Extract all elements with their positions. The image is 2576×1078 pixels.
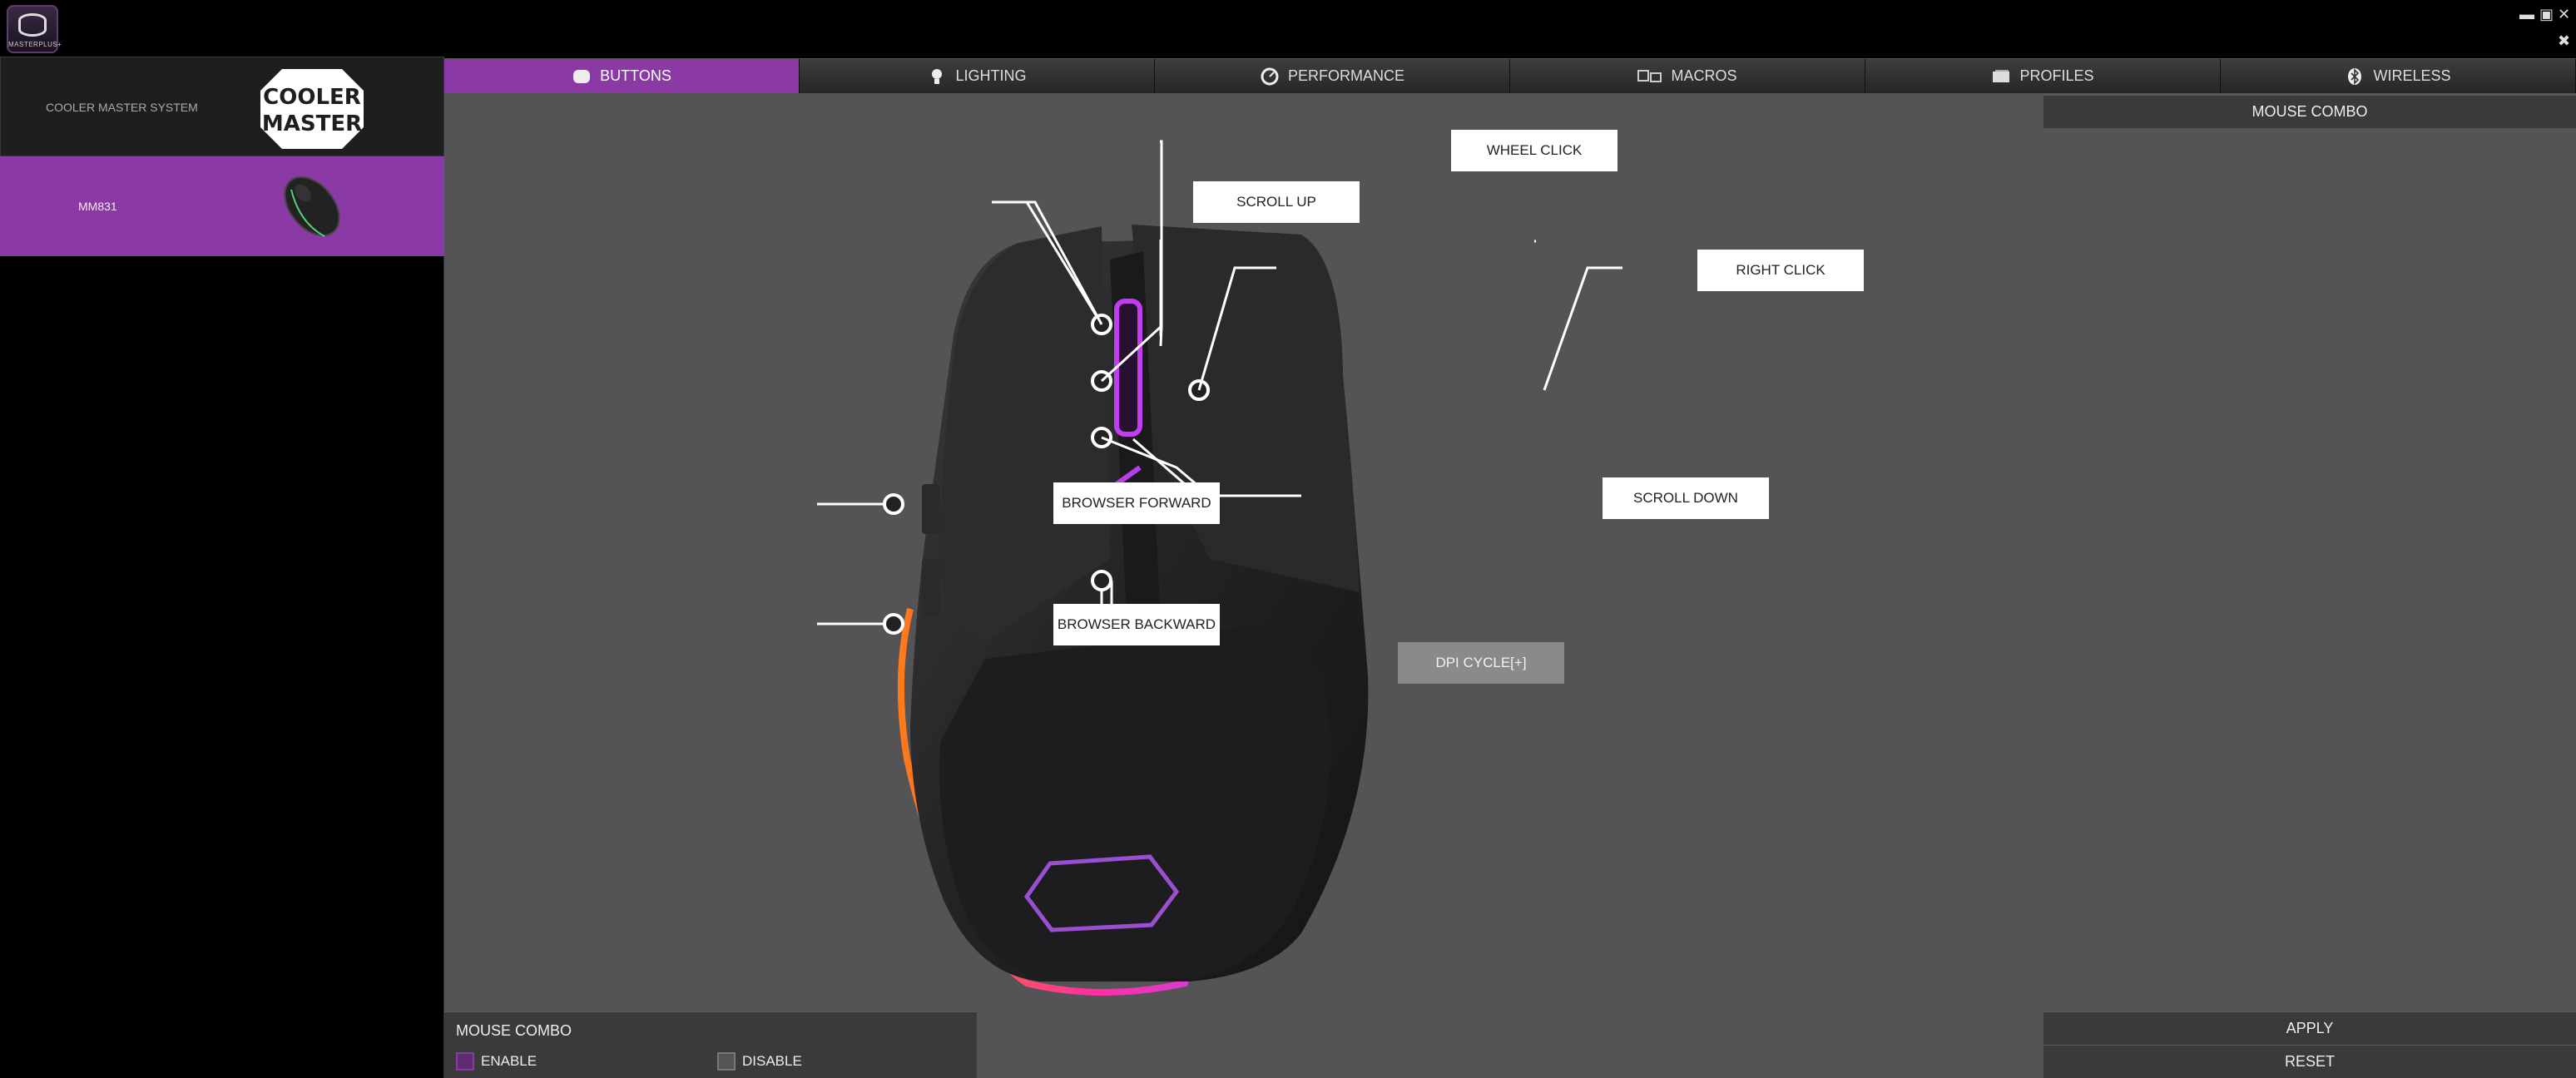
bluetooth-icon (2348, 67, 2362, 85)
tab-label: WIRELESS (2373, 67, 2451, 84)
cooler-master-logo-icon: COOLER MASTER (260, 69, 364, 149)
callout-right-click[interactable]: RIGHT CLICK (1697, 250, 1864, 291)
callout-browser-forward[interactable]: BROWSER FORWARD (1053, 482, 1220, 524)
scroll-wheel-glow (1114, 299, 1142, 437)
mouse-diagram (817, 140, 1622, 996)
tab-label: BUTTONS (600, 67, 671, 84)
enable-label: ENABLE (481, 1053, 537, 1069)
disable-checkbox[interactable]: DISABLE (717, 1052, 802, 1071)
logo-line-2: MASTER (262, 111, 362, 136)
tab-label: MACROS (1671, 67, 1737, 84)
mouse-combo-title: MOUSE COMBO (456, 1022, 572, 1039)
callout-browser-backward[interactable]: BROWSER BACKWARD (1053, 604, 1220, 645)
callout-scroll-up[interactable]: SCROLL UP (1193, 181, 1360, 223)
reset-button[interactable]: RESET (2043, 1045, 2576, 1078)
tab-label: PROFILES (2019, 67, 2094, 84)
right-panel: MOUSE COMBO APPLY RESET (2043, 93, 2576, 1078)
side-back-button (922, 559, 940, 617)
hotspot-dpi-cycle (1091, 570, 1112, 591)
close-icon[interactable]: ✕ (2558, 6, 2571, 22)
tab-label: LIGHTING (955, 67, 1027, 84)
device-label: MM831 (78, 200, 117, 213)
disable-label: DISABLE (742, 1053, 802, 1069)
sidebar: COOLER MASTER SYSTEM COOLER MASTER MM831 (0, 57, 444, 1078)
logo-cylinder (18, 13, 47, 37)
apply-button[interactable]: APPLY (2043, 1011, 2576, 1045)
enable-checkbox-box[interactable] (456, 1052, 474, 1071)
main-panel: WHEEL CLICK SCROLL UP RIGHT CLICK BROWSE… (444, 93, 2043, 1078)
pin-icon[interactable]: ✖ (2558, 32, 2571, 49)
title-bar: MASTERPLUS+ ▬ ▣ ✕ ✖ (0, 0, 2576, 57)
brand-row[interactable]: COOLER MASTER SYSTEM COOLER MASTER (0, 57, 444, 156)
mouse-combo-panel: MOUSE COMBO ENABLE DISABLE (444, 1011, 977, 1078)
minimize-icon[interactable]: ▬ (2519, 6, 2534, 22)
tab-wireless[interactable]: WIRELESS (2221, 58, 2576, 93)
profiles-icon (1993, 69, 2010, 82)
logo-line-1: COOLER (263, 85, 361, 110)
callout-wheel-click[interactable]: WHEEL CLICK (1451, 130, 1617, 171)
callout-dpi-cycle[interactable]: DPI CYCLE[+] (1398, 642, 1564, 684)
tab-performance[interactable]: PERFORMANCE (1155, 58, 1510, 93)
app-logo-text: MASTERPLUS+ (8, 41, 62, 48)
enable-checkbox[interactable]: ENABLE (456, 1052, 537, 1071)
mouse-icon (573, 69, 591, 83)
callout-scroll-down[interactable]: SCROLL DOWN (1603, 477, 1769, 519)
hotspot-browser-backward (883, 613, 904, 635)
disable-checkbox-box[interactable] (717, 1052, 736, 1071)
tab-buttons[interactable]: BUTTONS (444, 58, 800, 93)
mouse-thumbnail-icon (284, 176, 340, 237)
tab-label: PERFORMANCE (1287, 67, 1404, 84)
tab-lighting[interactable]: LIGHTING (800, 58, 1155, 93)
macro-icon (1637, 69, 1662, 82)
masterplus-logo-icon[interactable]: MASTERPLUS+ (7, 5, 62, 53)
hotspot-browser-forward (883, 493, 904, 515)
brand-label: COOLER MASTER SYSTEM (46, 101, 198, 114)
tab-profiles[interactable]: PROFILES (1865, 58, 2221, 93)
tab-bar: BUTTONS LIGHTING PERFORMANCE MACROS PROF… (444, 58, 2576, 93)
gauge-icon (1261, 67, 1279, 85)
tab-macros[interactable]: MACROS (1510, 58, 1865, 93)
mouse-combo-header[interactable]: MOUSE COMBO (2043, 95, 2576, 128)
side-forward-button (922, 484, 940, 534)
palm-logo-hexagon (1023, 854, 1180, 932)
callout-connectors (839, 140, 1301, 642)
hotspots (883, 314, 1210, 635)
bulb-icon (932, 68, 943, 84)
device-item-mm831[interactable]: MM831 (0, 156, 444, 256)
maximize-icon[interactable]: ▣ (2539, 6, 2554, 22)
